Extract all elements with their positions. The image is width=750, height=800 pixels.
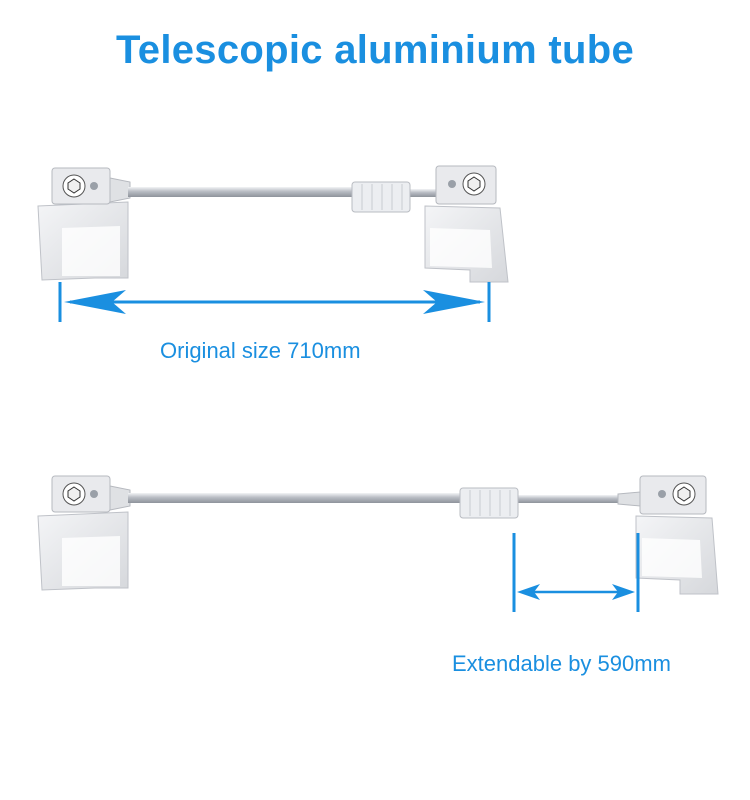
left-bracket-icon <box>37 475 131 591</box>
original-size-label: Original size 710mm <box>160 338 361 363</box>
product-original-size <box>37 165 509 283</box>
product-extended <box>37 475 719 595</box>
extension-dimension-icon <box>512 533 640 612</box>
page-title: Telescopic aluminium tube <box>116 28 634 72</box>
right-bracket-icon <box>617 475 719 595</box>
right-bracket-icon <box>424 165 509 283</box>
original-size-dimension-icon <box>58 282 491 322</box>
sleeve-icon <box>351 181 411 213</box>
rod-icon <box>128 187 358 197</box>
sleeve-icon <box>459 487 519 519</box>
rod-inner-icon <box>410 189 440 197</box>
rod-icon <box>128 493 466 503</box>
rod-inner-icon <box>518 495 618 503</box>
left-bracket-icon <box>37 167 131 281</box>
extension-label: Extendable by 590mm <box>452 651 671 676</box>
